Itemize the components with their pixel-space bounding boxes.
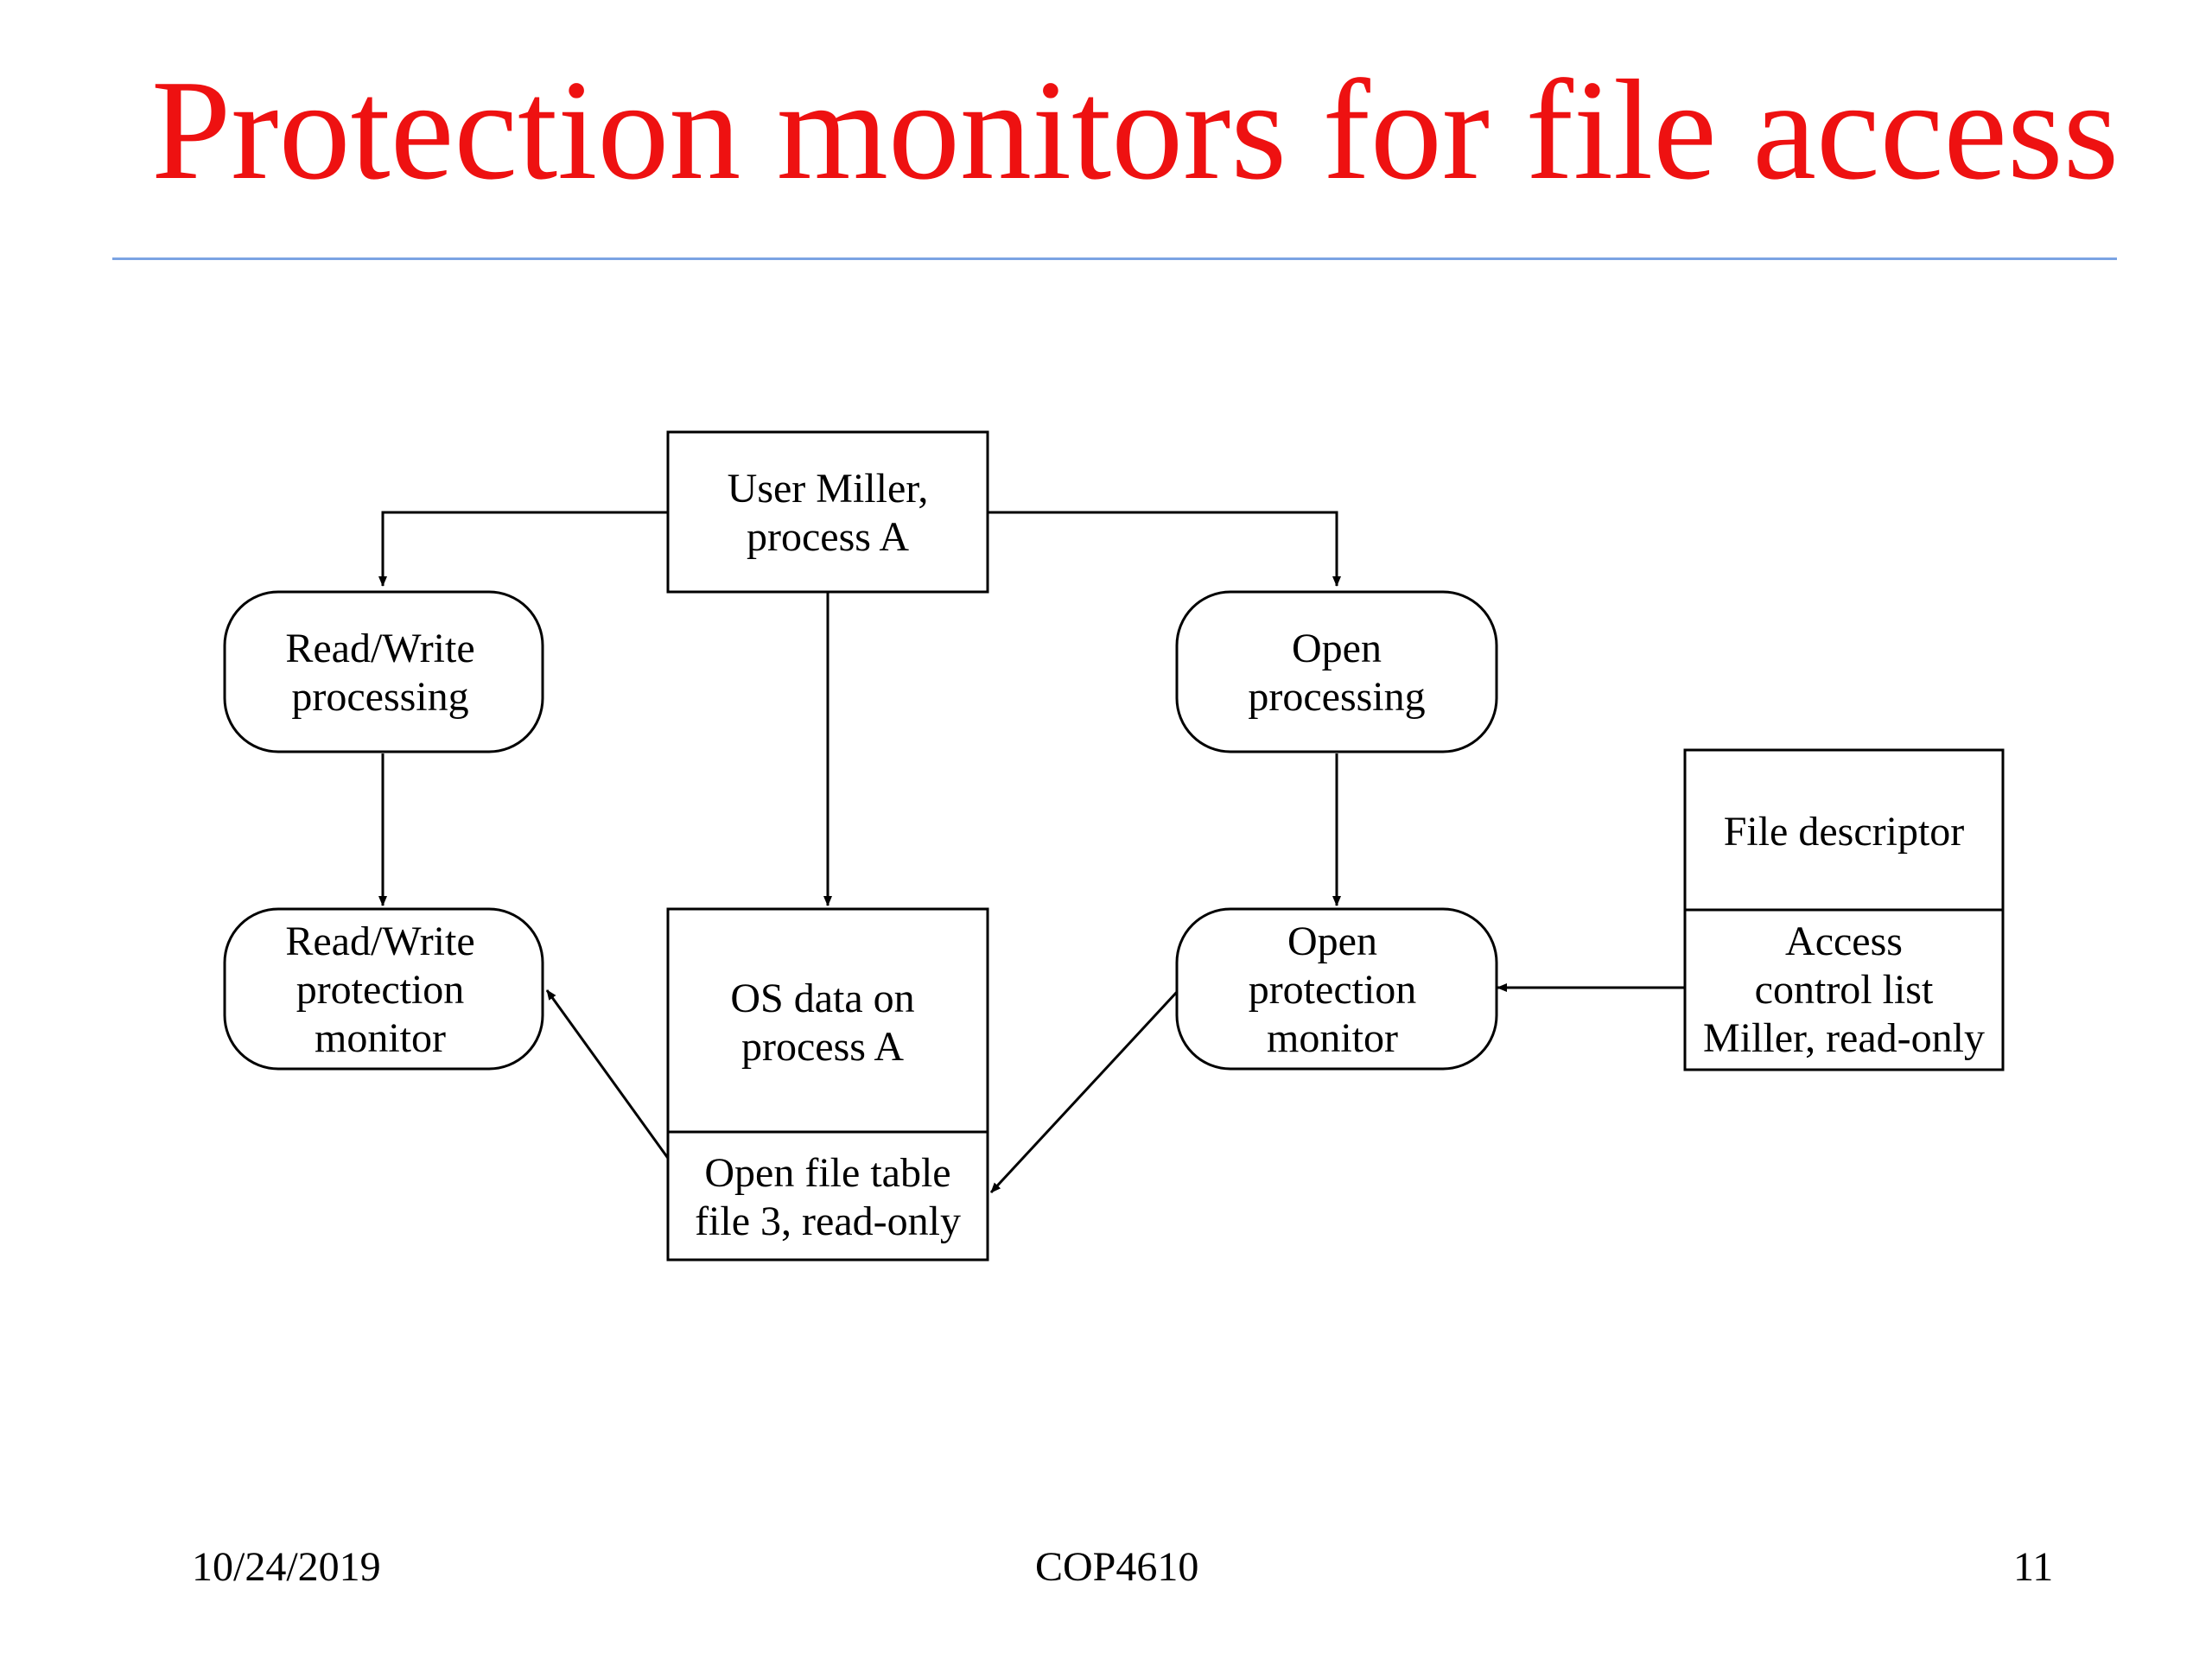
open-processing-box — [1175, 590, 1498, 753]
edge-open-monitor-to-file-table — [989, 990, 1179, 1194]
rw-processing-box — [223, 590, 544, 753]
label-line: Open file table — [704, 1150, 950, 1196]
label-line: File descriptor — [1724, 809, 1965, 855]
label-line: Open — [1292, 626, 1382, 671]
label-line: Read/Write — [285, 626, 474, 671]
label-line: protection — [1249, 967, 1417, 1013]
access-control-list-box — [1683, 908, 2005, 1071]
os-data-box — [666, 907, 989, 1134]
label-line: processing — [291, 674, 468, 720]
title-divider — [112, 257, 2117, 260]
edge-user-to-open-processing — [988, 511, 1341, 587]
open-monitor-box — [1175, 907, 1498, 1071]
label-line: process A — [741, 1024, 904, 1070]
slide-title: Protection monitors for file access — [151, 50, 2120, 209]
footer-course: COP4610 — [1035, 1544, 1199, 1590]
label-line: Miller, read-only — [1703, 1015, 1985, 1061]
label-line: monitor — [315, 1015, 446, 1061]
label-line: monitor — [1267, 1015, 1398, 1061]
label-line: process A — [747, 514, 909, 560]
file-descriptor-box — [1683, 748, 2005, 912]
label-line: protection — [296, 967, 465, 1013]
edge-file-table-to-rw-monitor — [545, 989, 691, 1189]
label-line: Open — [1287, 918, 1377, 964]
label-line: processing — [1248, 674, 1425, 720]
label-line: User Miller, — [728, 466, 929, 512]
edge-user-to-rw-processing — [378, 511, 668, 587]
user-process-label: User Miller,process A — [728, 466, 929, 560]
label-line: Read/Write — [285, 918, 474, 964]
rw-monitor-box — [223, 907, 544, 1071]
label-line: Access — [1785, 918, 1903, 964]
footer-page-number: 11 — [2013, 1544, 2054, 1590]
open-file-table-box — [666, 1130, 989, 1262]
user-process-box — [666, 430, 989, 594]
label-line: OS data on — [730, 976, 914, 1021]
label-line: control list — [1755, 967, 1934, 1013]
label-line: file 3, read-only — [695, 1198, 961, 1244]
file-descriptor-label: File descriptor — [1724, 809, 1965, 855]
footer-date: 10/24/2019 — [192, 1544, 381, 1590]
